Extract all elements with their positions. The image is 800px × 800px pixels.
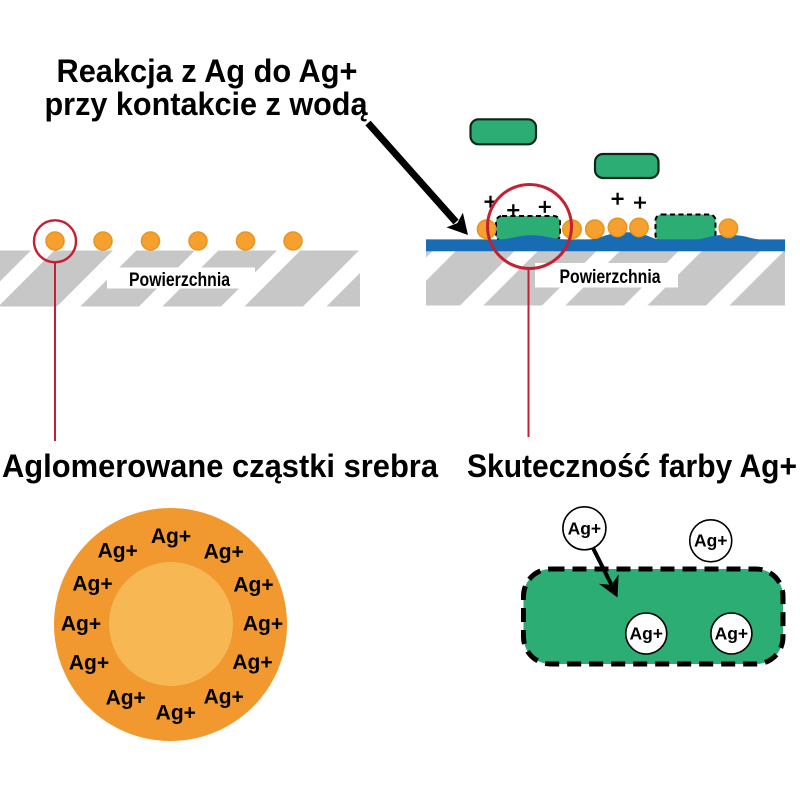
svg-text:Powierzchnia: Powierzchnia bbox=[129, 269, 230, 291]
svg-text:Ag+: Ag+ bbox=[156, 702, 196, 725]
svg-text:Ag+: Ag+ bbox=[98, 540, 138, 563]
svg-text:Ag+: Ag+ bbox=[568, 519, 602, 539]
svg-text:Ag+: Ag+ bbox=[232, 651, 272, 674]
svg-text:Ag+: Ag+ bbox=[204, 685, 244, 708]
svg-text:Skuteczność farby Ag+: Skuteczność farby Ag+ bbox=[467, 448, 797, 484]
svg-text:Ag+: Ag+ bbox=[72, 573, 112, 596]
svg-text:Reakcja z Ag do Ag+: Reakcja z Ag do Ag+ bbox=[57, 53, 358, 89]
svg-text:Powierzchnia: Powierzchnia bbox=[560, 266, 661, 288]
svg-text:Ag+: Ag+ bbox=[69, 652, 109, 675]
svg-text:Aglomerowane cząstki srebra: Aglomerowane cząstki srebra bbox=[2, 448, 438, 484]
svg-text:Ag+: Ag+ bbox=[243, 613, 283, 636]
svg-text:Ag+: Ag+ bbox=[715, 624, 749, 644]
svg-text:Ag+: Ag+ bbox=[629, 624, 663, 644]
svg-text:Ag+: Ag+ bbox=[106, 687, 146, 710]
svg-text:przy kontakcie z wodą: przy kontakcie z wodą bbox=[45, 86, 368, 122]
svg-text:Ag+: Ag+ bbox=[204, 541, 244, 564]
svg-text:Ag+: Ag+ bbox=[61, 613, 101, 636]
svg-text:Ag+: Ag+ bbox=[694, 531, 728, 551]
svg-text:Ag+: Ag+ bbox=[233, 574, 273, 597]
svg-text:Ag+: Ag+ bbox=[151, 525, 191, 548]
